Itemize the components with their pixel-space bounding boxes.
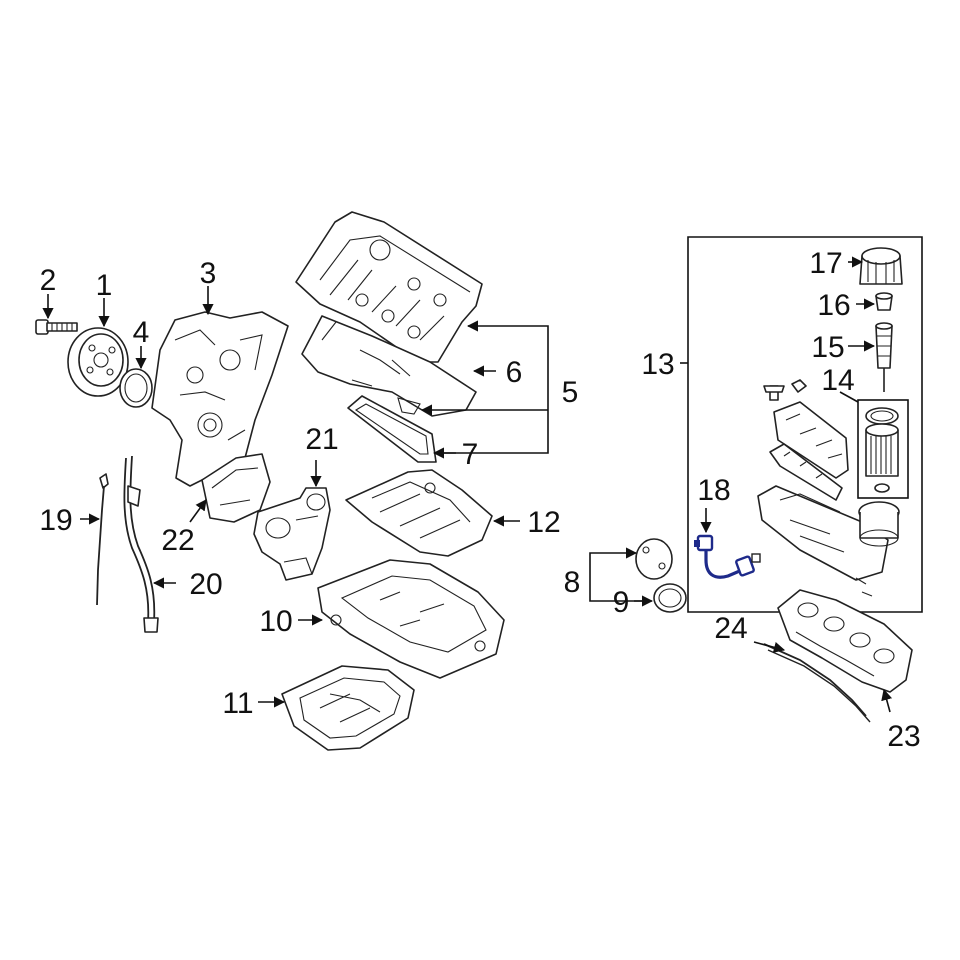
part-8-cover-plug[interactable] [635, 538, 673, 580]
leader-22 [189, 499, 207, 523]
part-14-filter-kit[interactable] [857, 399, 909, 499]
callout-18: 18 [697, 474, 730, 507]
callout-10: 10 [259, 605, 292, 638]
part-17-filter-cap[interactable] [859, 247, 903, 285]
part-21-oil-pump[interactable] [253, 487, 331, 581]
callout-9: 9 [613, 586, 630, 619]
callout-2: 2 [40, 264, 57, 297]
callout-16: 16 [817, 289, 850, 322]
callout-7: 7 [462, 438, 479, 471]
callout-11: 11 [222, 687, 253, 720]
callout-15: 15 [811, 331, 844, 364]
callout-19: 19 [39, 504, 72, 537]
part-10-oil-pan-upper[interactable] [317, 559, 505, 679]
part-2-bolt[interactable] [35, 319, 78, 335]
callout-5: 5 [562, 376, 579, 409]
part-24-gasket[interactable] [763, 643, 871, 723]
part-9-o-ring[interactable] [653, 583, 687, 613]
part-23-intake-manifold[interactable] [777, 589, 913, 693]
callout-numbers: 1 2 3 4 5 6 7 8 9 10 11 12 13 14 15 16 1… [39, 247, 920, 753]
part-1-crank-pulley[interactable] [67, 327, 129, 397]
part-18-oil-pressure-sensor[interactable] [694, 534, 761, 579]
leader-lines [42, 256, 893, 713]
leader-5 [424, 325, 549, 454]
part-16-seal[interactable] [875, 292, 893, 311]
callout-13: 13 [641, 348, 674, 381]
part-15-filter-element[interactable] [875, 322, 893, 392]
leader-14 [839, 391, 859, 403]
callout-1: 1 [96, 269, 113, 302]
part-oil-filter-housing[interactable] [757, 379, 900, 597]
callout-6: 6 [506, 356, 523, 389]
part-12-baffle[interactable] [345, 469, 493, 557]
part-20-dipstick-tube[interactable] [123, 455, 159, 633]
part-4-seal-ring[interactable] [119, 368, 153, 408]
callout-8: 8 [564, 566, 581, 599]
callout-12: 12 [527, 506, 560, 539]
leader-8 [589, 552, 648, 602]
callout-21: 21 [305, 423, 338, 456]
callout-20: 20 [189, 568, 222, 601]
callout-14: 14 [821, 364, 854, 397]
part-cylinder-head[interactable] [295, 211, 483, 363]
part-22-cover[interactable] [201, 453, 271, 523]
callout-4: 4 [133, 316, 150, 349]
callout-22: 22 [161, 524, 194, 557]
leader-24 [753, 641, 786, 653]
part-3-timing-cover[interactable] [151, 311, 289, 487]
part-19-dipstick[interactable] [96, 473, 109, 606]
callout-23: 23 [887, 720, 920, 753]
module-13-frame [687, 236, 923, 613]
callout-24: 24 [714, 612, 747, 645]
callout-17: 17 [809, 247, 842, 280]
part-11-oil-pan-lower[interactable] [281, 665, 415, 751]
leader-23 [881, 688, 893, 713]
callout-3: 3 [200, 257, 217, 290]
